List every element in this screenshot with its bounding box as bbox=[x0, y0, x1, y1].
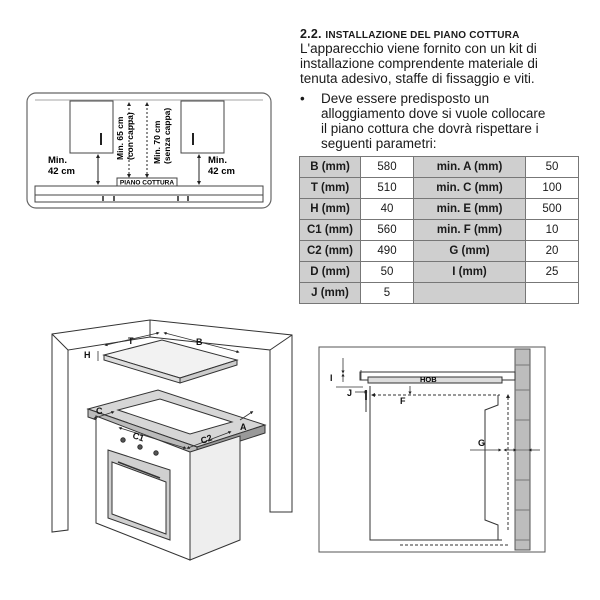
wall-cabinet-right bbox=[180, 100, 225, 154]
param-key: G (mm) bbox=[413, 240, 526, 262]
label-hob: HOB bbox=[420, 375, 437, 384]
table-row: C1 (mm) 560 min. F (mm) 10 bbox=[299, 219, 579, 241]
label-i: I bbox=[330, 373, 333, 383]
param-value: 500 bbox=[525, 198, 579, 220]
label-c1: C1 bbox=[131, 430, 145, 443]
label-t: T bbox=[128, 336, 134, 346]
param-value: 560 bbox=[360, 219, 414, 241]
intro-line: installazione comprendente materiale di bbox=[300, 56, 538, 71]
min-right-value: 42 cm bbox=[208, 166, 235, 177]
min65-note: (con cappa) bbox=[125, 112, 135, 160]
param-key bbox=[413, 282, 526, 304]
top-diagram: PIANO COTTURA Min. 42 cm Min. 42 cm Min.… bbox=[26, 92, 272, 209]
table-row: C2 (mm) 490 G (mm) 20 bbox=[299, 240, 579, 262]
label-g: G bbox=[478, 438, 485, 448]
min-left-value: 42 cm bbox=[48, 166, 75, 177]
param-key: min. A (mm) bbox=[413, 156, 526, 178]
hob-outline bbox=[116, 177, 178, 187]
hob-panel bbox=[102, 339, 239, 379]
isometric-labels: T B H C C1 C2 A bbox=[84, 336, 247, 446]
min-right-label: Min. bbox=[208, 155, 227, 166]
bullet-line: il piano cottura che dovrà rispettare i bbox=[321, 121, 539, 136]
intro-paragraph: L'apparecchio viene fornito con un kit d… bbox=[300, 41, 590, 86]
label-a: A bbox=[240, 422, 247, 432]
section-title-text: INSTALLAZIONE DEL PIANO COTTURA bbox=[325, 30, 520, 41]
side-section-diagram: HOB bbox=[318, 346, 546, 553]
wall-cabinet-left bbox=[69, 100, 114, 154]
side-labels: I J F G bbox=[330, 373, 485, 448]
bullet-line: seguenti parametri: bbox=[321, 136, 437, 151]
min65-label: Min. 65 cm bbox=[115, 116, 125, 160]
param-key: D (mm) bbox=[299, 261, 361, 283]
countertop bbox=[34, 185, 264, 196]
table-row: B (mm) 580 min. A (mm) 50 bbox=[299, 156, 579, 178]
min70-note: (senza cappa) bbox=[162, 108, 172, 164]
label-c: C bbox=[96, 406, 103, 416]
bullet-dot: • bbox=[300, 91, 305, 106]
hob-label: PIANO COTTURA bbox=[120, 180, 174, 187]
label-b: B bbox=[196, 337, 203, 347]
section-number: 2.2. bbox=[300, 27, 322, 41]
label-c2: C2 bbox=[199, 433, 213, 446]
param-value bbox=[525, 282, 579, 304]
intro-line: tenuta adesivo, staffe di fissaggio e vi… bbox=[300, 71, 535, 86]
hob-body bbox=[367, 376, 503, 384]
bullet-line: alloggiamento dove si vuole collocare bbox=[321, 106, 546, 121]
param-key: T (mm) bbox=[299, 177, 361, 199]
table-row: J (mm) 5 bbox=[299, 282, 579, 304]
isometric-diagram bbox=[51, 319, 293, 561]
table-row: H (mm) 40 min. E (mm) 500 bbox=[299, 198, 579, 220]
param-value: 490 bbox=[360, 240, 414, 262]
table-row: T (mm) 510 min. C (mm) 100 bbox=[299, 177, 579, 199]
label-j: J bbox=[347, 388, 352, 398]
label-f: F bbox=[400, 396, 406, 406]
min70-label: Min. 70 cm bbox=[152, 120, 162, 164]
bullet-line: Deve essere predisposto un bbox=[321, 91, 490, 106]
param-key: J (mm) bbox=[299, 282, 361, 304]
intro-line: L'apparecchio viene fornito con un kit d… bbox=[300, 41, 537, 56]
bullet-text: Deve essere predisposto un alloggiamento… bbox=[321, 91, 591, 151]
param-key: min. E (mm) bbox=[413, 198, 526, 220]
param-key: C1 (mm) bbox=[299, 219, 361, 241]
param-value: 50 bbox=[360, 261, 414, 283]
label-h: H bbox=[84, 350, 91, 360]
min-left-label: Min. bbox=[48, 155, 67, 166]
parameters-table: B (mm) 580 min. A (mm) 50 T (mm) 510 min… bbox=[299, 156, 579, 304]
section-title: 2.2. INSTALLAZIONE DEL PIANO COTTURA bbox=[300, 27, 520, 41]
cutout bbox=[116, 398, 234, 435]
